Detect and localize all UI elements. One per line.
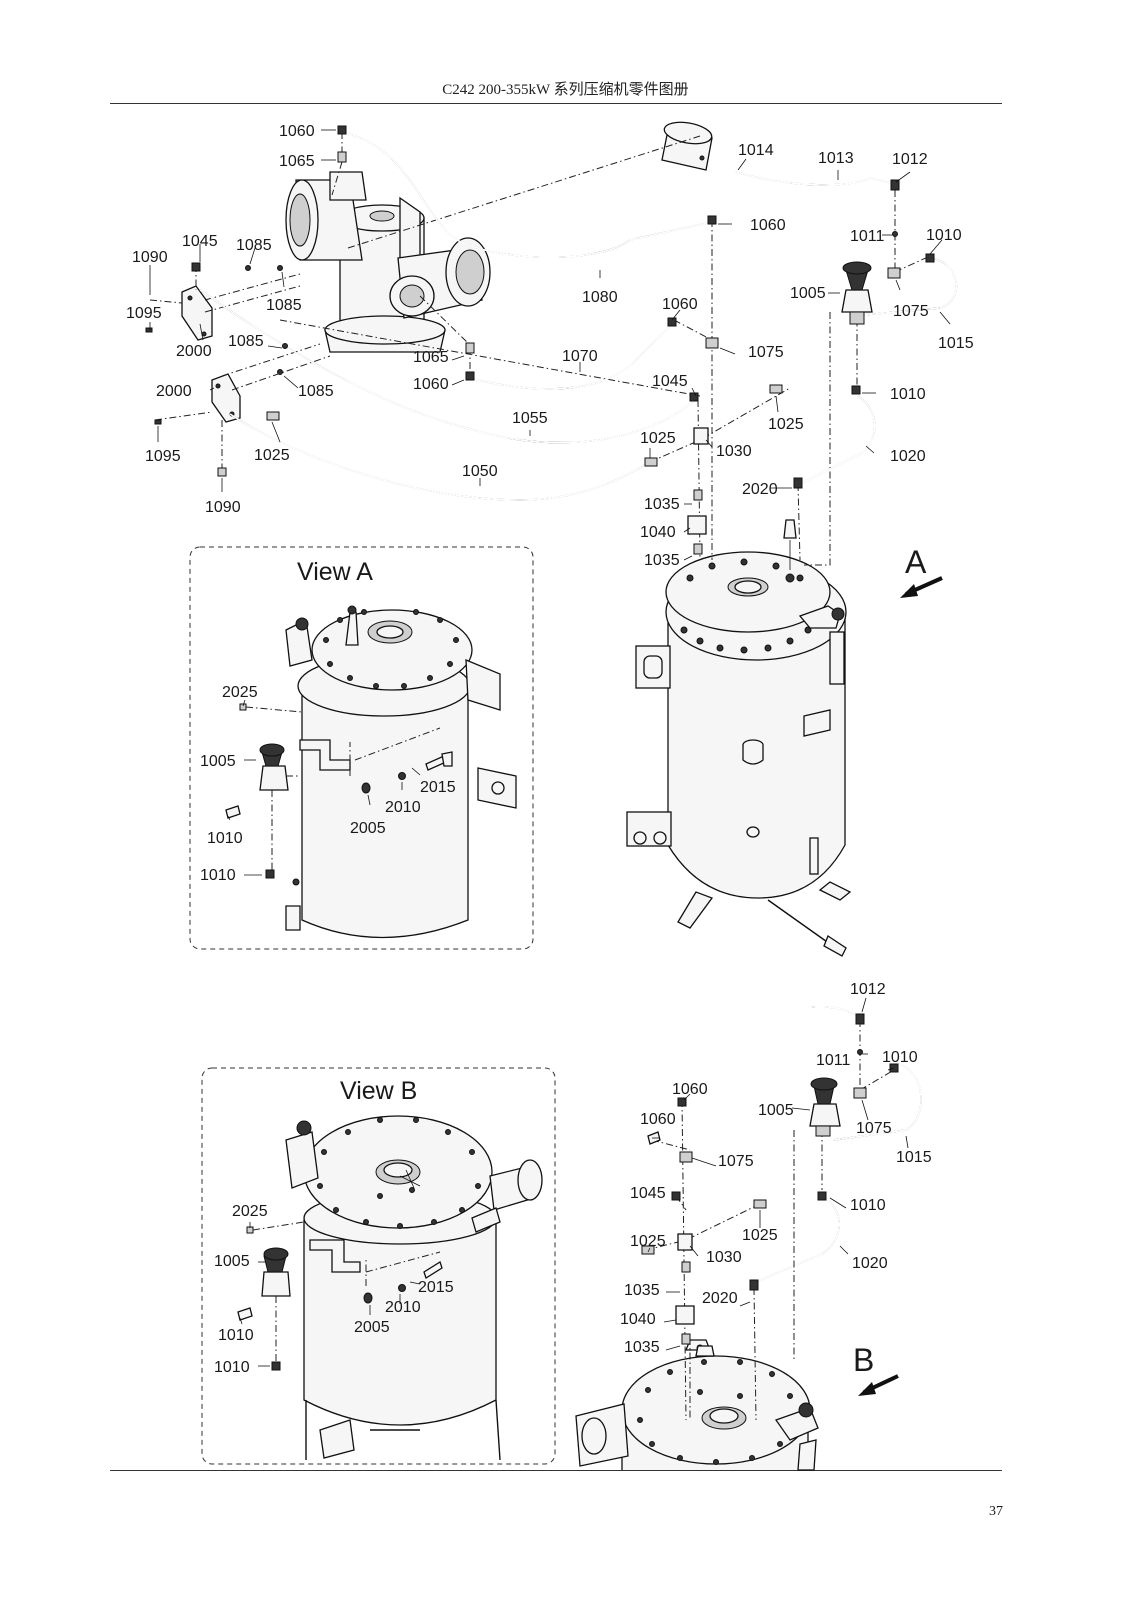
callout-1010: 1010 — [882, 1049, 918, 1066]
callout-1020: 1020 — [890, 448, 926, 465]
callout-1010: 1010 — [850, 1197, 886, 1214]
arrow-label-b: B — [853, 1342, 874, 1378]
callout-1095: 1095 — [126, 305, 162, 322]
callout-1011: 1011 — [850, 228, 885, 245]
callout-1005: 1005 — [790, 285, 826, 302]
callout-1060: 1060 — [672, 1081, 708, 1098]
callout-2000: 2000 — [176, 343, 212, 360]
callout-2010: 2010 — [385, 799, 421, 816]
callout-1085: 1085 — [228, 333, 264, 350]
callout-2005: 2005 — [350, 820, 386, 837]
view-b-inset: View B — [201, 1067, 556, 1465]
callout-1012: 1012 — [892, 151, 928, 168]
hose-lines — [199, 131, 958, 501]
callout-2025: 2025 — [222, 684, 258, 701]
callout-2015: 2015 — [420, 779, 456, 796]
callout-1015: 1015 — [896, 1149, 932, 1166]
callout-1055: 1055 — [512, 410, 548, 427]
callout-1014: 1014 — [738, 142, 774, 159]
footer-rule — [110, 1470, 1002, 1471]
view-b-assembly: B 1012 1011 1010 1060 1005 1075 1060 101… — [575, 981, 932, 1471]
callout-2005: 2005 — [354, 1319, 390, 1336]
callout-1050: 1050 — [462, 463, 498, 480]
callout-1040: 1040 — [620, 1311, 656, 1328]
callout-1025: 1025 — [742, 1227, 778, 1244]
callout-1010: 1010 — [218, 1327, 254, 1344]
callout-1030: 1030 — [706, 1249, 742, 1266]
arrow-label-a: A — [905, 544, 927, 580]
view-b-title: View B — [340, 1077, 417, 1105]
callout-labels-top: 1060 1065 1014 1013 1012 1060 1011 1010 … — [126, 123, 974, 569]
callout-1025: 1025 — [254, 447, 290, 464]
callout-1035: 1035 — [644, 496, 680, 513]
leader-lines-top — [149, 129, 951, 561]
callout-1012: 1012 — [850, 981, 886, 998]
callout-1045: 1045 — [182, 233, 218, 250]
callout-1040: 1040 — [640, 524, 676, 541]
callout-1095: 1095 — [145, 448, 181, 465]
callout-1075: 1075 — [893, 303, 929, 320]
callout-1025: 1025 — [640, 430, 676, 447]
callout-1075: 1075 — [718, 1153, 754, 1170]
view-a-inset: View A — [189, 546, 534, 950]
callout-1010: 1010 — [214, 1359, 250, 1376]
callout-1030: 1030 — [716, 443, 752, 460]
header-rule — [110, 103, 1002, 104]
callout-1090: 1090 — [132, 249, 168, 266]
callout-2010: 2010 — [385, 1299, 421, 1316]
callout-1015: 1015 — [938, 335, 974, 352]
callout-1025: 1025 — [630, 1233, 666, 1250]
pressure-gauge — [661, 121, 713, 171]
callout-1005: 1005 — [758, 1102, 794, 1119]
callout-1010: 1010 — [200, 867, 236, 884]
callout-1013: 1013 — [818, 150, 854, 167]
callout-2020: 2020 — [742, 481, 778, 498]
callout-1025: 1025 — [768, 416, 804, 433]
callout-1035: 1035 — [624, 1339, 660, 1356]
separator-head-assembly — [285, 171, 491, 353]
callout-1085: 1085 — [298, 383, 334, 400]
callout-1020: 1020 — [852, 1255, 888, 1272]
assembly-center-lines — [149, 132, 931, 566]
callout-1011: 1011 — [816, 1052, 851, 1069]
callout-1085: 1085 — [236, 237, 272, 254]
callout-1010: 1010 — [926, 227, 962, 244]
callout-1090: 1090 — [205, 499, 241, 516]
callout-1075: 1075 — [748, 344, 784, 361]
callout-1065: 1065 — [279, 153, 315, 170]
callout-2020: 2020 — [702, 1290, 738, 1307]
callout-2000: 2000 — [156, 383, 192, 400]
callout-1010: 1010 — [890, 386, 926, 403]
callout-1060: 1060 — [279, 123, 315, 140]
callout-1070: 1070 — [562, 348, 598, 365]
callout-1060: 1060 — [413, 376, 449, 393]
view-a-arrow: A — [900, 544, 943, 598]
separator-vessel — [626, 519, 852, 957]
callout-1065: 1065 — [413, 349, 449, 366]
callout-1080: 1080 — [582, 289, 618, 306]
callout-1005: 1005 — [214, 1253, 250, 1270]
callout-1035: 1035 — [644, 552, 680, 569]
callout-1045: 1045 — [652, 373, 688, 390]
callout-1045: 1045 — [630, 1185, 666, 1202]
callout-1060: 1060 — [750, 217, 786, 234]
callout-1060: 1060 — [662, 296, 698, 313]
document-header: C242 200-355kW 系列压缩机零件图册 — [442, 82, 689, 98]
callout-2015: 2015 — [418, 1279, 454, 1296]
callout-1060: 1060 — [640, 1111, 676, 1128]
main-assembly: A — [145, 121, 958, 957]
callout-1085: 1085 — [266, 297, 302, 314]
page-number: 37 — [989, 1504, 1003, 1519]
fittings — [145, 125, 935, 555]
callout-1010: 1010 — [207, 830, 243, 847]
callout-1075: 1075 — [856, 1120, 892, 1137]
callout-1005: 1005 — [200, 753, 236, 770]
callout-1035: 1035 — [624, 1282, 660, 1299]
callout-2025: 2025 — [232, 1203, 268, 1220]
view-a-title: View A — [297, 558, 373, 586]
